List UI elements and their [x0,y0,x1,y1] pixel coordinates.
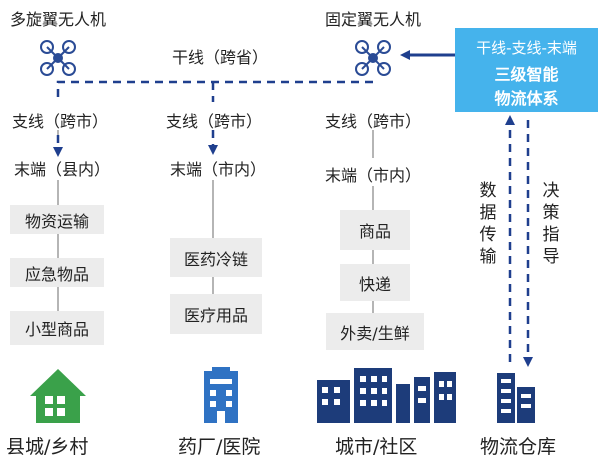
decision-guidance-label: 决策指导 [542,181,560,267]
house-icon [30,369,86,423]
col1-terminal-connector [57,180,59,205]
col3-bottom-label: 城市/社区 [335,436,418,458]
col1-bottom-label: 县城/乡村 [6,436,89,458]
col2-items-connector [212,277,214,294]
hospital-building-icon [204,367,238,423]
system-logistics-label: 物流体系 [494,89,559,108]
col1-item-box: 小型商品 [10,311,104,345]
warehouse-building-icon [497,373,535,423]
col3-terminal-label: 末端（市内） [325,166,422,185]
fixed-wing-drone-label: 固定翼无人机 [325,10,422,29]
col3-items-connector [372,301,374,313]
col3-item-box: 商品 [340,210,410,250]
col2-branch-label: 支线（跨市） [166,112,263,131]
data-transfer-label: 数据传输 [479,181,497,267]
trunk-dashed-line [56,80,373,102]
col2-bottom-label: 药厂/医院 [178,436,261,458]
system-smart-label: 三级智能 [494,65,559,84]
trunk-route [53,80,373,157]
col3-item-box: 外卖/生鲜 [326,313,424,350]
rotor-drone-label: 多旋翼无人机 [10,10,107,29]
feedback-arrows [505,115,533,367]
col1-branch-connector [57,130,59,135]
col3-item-box: 快递 [340,264,410,301]
col1-item-box: 应急物品 [10,258,104,287]
col3-items-connector [372,250,374,264]
warehouse-bottom-label: 物流仓库 [480,436,557,458]
col3-terminal-connector [372,186,374,210]
col2-item-box: 医药冷链 [170,238,262,277]
col1-items-connector [57,287,59,311]
col3-branch-connector [372,130,374,158]
col1-branch-label: 支线（跨市） [12,112,109,131]
col1-item-box: 物资运输 [10,205,104,234]
system-tiers-label: 干线-支线-末端 [476,39,577,57]
col1-items-connector [57,234,59,258]
col2-terminal-connector [212,180,214,238]
col1-terminal-label: 末端（县内） [14,160,111,179]
quadcopter-drone-icon [355,40,391,76]
col2-terminal-label: 末端（市内） [170,160,267,179]
trunk-label: 干线（跨省） [172,48,269,67]
quadcopter-drone-icon [40,40,76,76]
city-buildings-icon [317,368,456,423]
logistics-system-box: 干线-支线-末端 三级智能 物流体系 [455,28,598,112]
col3-branch-label: 支线（跨市） [325,112,422,131]
col2-item-box: 医疗用品 [170,294,262,334]
